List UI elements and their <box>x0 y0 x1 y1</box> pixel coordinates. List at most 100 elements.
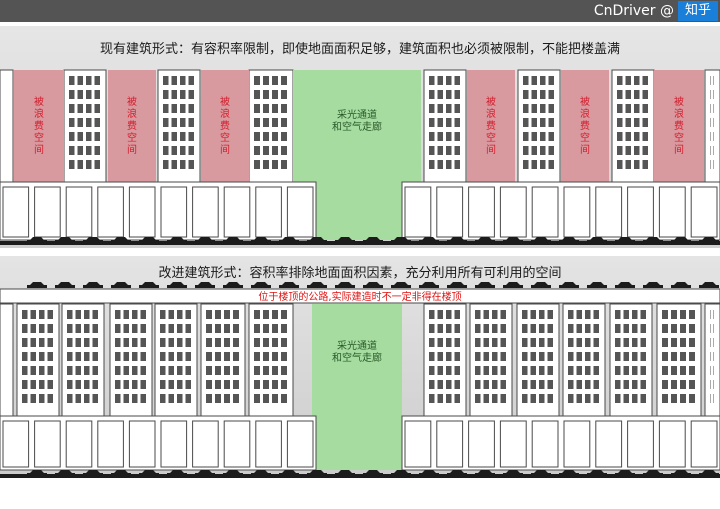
improved-podium-left-bay <box>160 420 188 468</box>
existing-tower <box>704 69 720 183</box>
improved-tower-window <box>206 324 212 333</box>
improved-tower-window <box>547 310 553 319</box>
existing-podium-right-bay <box>468 186 495 238</box>
improved-tower-window <box>689 352 695 361</box>
existing-tower-window <box>617 132 623 141</box>
section-existing-title: 现有建筑形式：有容积率限制，即使地面面积足够，建筑面积也必须被限制，不能把楼盖满 <box>99 42 620 57</box>
improved-tower-window <box>492 310 498 319</box>
existing-tower-window <box>454 146 460 155</box>
improved-tower-window <box>254 394 260 403</box>
improved-podium-right-bay <box>595 420 623 468</box>
existing-tower-window <box>180 160 186 169</box>
improved-tower-window <box>632 310 638 319</box>
existing-tower-window <box>548 76 554 85</box>
improved-podium-left-bay <box>97 420 124 468</box>
improved-tower-window <box>671 366 677 375</box>
improved-tower-window <box>123 324 129 333</box>
improved-tower-window <box>585 324 591 333</box>
existing-tower-window <box>77 132 83 141</box>
existing-tower-window <box>263 160 269 169</box>
existing-tower-window <box>617 104 623 113</box>
improved-tower-window <box>475 394 481 403</box>
existing-tower-window <box>163 90 169 99</box>
improved-tower-window <box>206 352 212 361</box>
improved-tower-window <box>215 394 221 403</box>
existing-tower-window <box>642 146 648 155</box>
existing-tower-window <box>94 132 100 141</box>
existing-tower-window <box>454 104 460 113</box>
improved-tower-window <box>593 366 599 375</box>
existing-tower-window <box>454 118 460 127</box>
wasted-space-label-char: 间 <box>486 143 496 156</box>
improved-tower-window <box>115 380 121 389</box>
improved-tower-window <box>710 338 711 347</box>
improved-tower-window <box>168 394 174 403</box>
improved-podium-right-bay <box>499 420 527 468</box>
improved-tower-window <box>115 324 121 333</box>
improved-tower-window <box>39 310 45 319</box>
improved-tower-window <box>492 338 498 347</box>
improved-tower-window <box>539 324 545 333</box>
existing-tower-window <box>540 160 546 169</box>
improved-podium-right-bay <box>531 420 559 468</box>
improved-tower <box>704 303 720 417</box>
existing-tower-window <box>272 104 278 113</box>
improved-tower-window <box>500 310 506 319</box>
improved-tower-window <box>475 324 481 333</box>
improved-tower-window <box>22 366 28 375</box>
improved-tower-window <box>39 380 45 389</box>
existing-podium-right-bay <box>627 186 654 238</box>
improved-tower-window <box>710 310 711 319</box>
improved-tower-window <box>185 324 191 333</box>
improved-tower-window <box>84 310 90 319</box>
existing-tower-window <box>429 90 435 99</box>
wasted-space-label-char: 间 <box>127 143 137 156</box>
wasted-space-label-char: 被 <box>674 95 684 108</box>
improved-tower-window <box>168 338 174 347</box>
improved-tower-window <box>640 380 646 389</box>
existing-tower-window <box>617 146 623 155</box>
light-air-corridor-lower <box>316 182 402 240</box>
existing-tower-window <box>540 76 546 85</box>
rooftop-road-strip <box>0 288 720 304</box>
improved-tower-window <box>263 394 269 403</box>
existing-tower-window <box>548 146 554 155</box>
improved-tower-window <box>233 380 239 389</box>
existing-tower-window <box>281 146 287 155</box>
existing-tower-window <box>531 118 537 127</box>
existing-tower-window <box>281 160 287 169</box>
existing-podium-right-bay <box>658 186 686 238</box>
existing-tower-window <box>77 118 83 127</box>
existing-tower-window <box>548 160 554 169</box>
existing-tower-window <box>634 146 640 155</box>
existing-tower-window <box>642 90 648 99</box>
existing-tower-window <box>710 104 711 113</box>
existing-tower-window <box>634 90 640 99</box>
existing-tower-window <box>523 132 529 141</box>
existing-tower-window <box>625 146 631 155</box>
corridor-label-improved-line1: 采光通道 <box>337 339 377 352</box>
existing-tower-window <box>281 132 287 141</box>
existing-tower-window <box>710 146 711 155</box>
existing-tower-window <box>69 146 75 155</box>
wasted-space-label-char: 被 <box>220 95 230 108</box>
improved-tower-window <box>123 338 129 347</box>
improved-podium-left-bay <box>2 420 30 468</box>
improved-tower-window <box>454 352 460 361</box>
improved-tower-window <box>689 310 695 319</box>
existing-tower-window <box>446 104 452 113</box>
existing-tower-window <box>446 118 452 127</box>
improved-tower-window <box>272 366 278 375</box>
improved-tower-window <box>281 380 287 389</box>
improved-tower-window <box>475 366 481 375</box>
improved-tower-window <box>547 338 553 347</box>
rooftop-road-note: 位于楼顶的公路,实际建造时不一定非得在楼顶 <box>258 290 461 303</box>
existing-tower-window <box>710 132 711 141</box>
improved-tower-window <box>547 380 553 389</box>
improved-tower-window <box>206 338 212 347</box>
existing-tower-window <box>163 146 169 155</box>
improved-tower-window <box>254 310 260 319</box>
improved-tower-window <box>215 366 221 375</box>
improved-tower-window <box>539 338 545 347</box>
improved-tower-window <box>281 324 287 333</box>
